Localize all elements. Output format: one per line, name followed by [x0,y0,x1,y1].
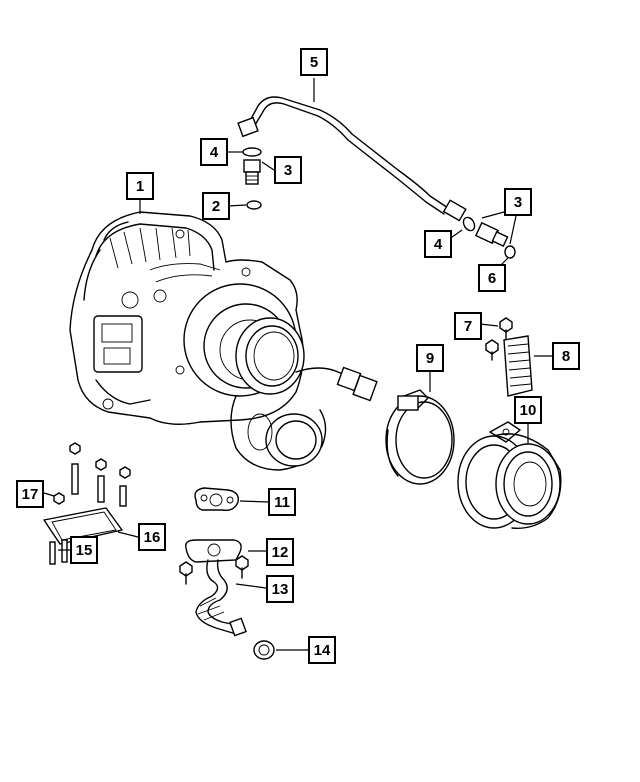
callout-11[interactable]: 11 [268,488,296,516]
sealing-washer-upper[interactable] [242,147,262,157]
exhaust-adapter[interactable] [457,421,562,529]
leader-lines [43,78,552,651]
callout-13[interactable]: 13 [266,575,294,603]
callout-15[interactable]: 15 [70,536,98,564]
plug-14[interactable] [253,640,275,660]
bolt-7[interactable] [485,317,513,361]
callout-2[interactable]: 2 [202,192,230,220]
callout-12[interactable]: 12 [266,538,294,566]
v-band-clamp[interactable] [385,389,455,485]
callout-7[interactable]: 7 [454,312,482,340]
callout-4-upper[interactable]: 4 [200,138,228,166]
callout-14[interactable]: 14 [308,636,336,664]
callout-8[interactable]: 8 [552,342,580,370]
fitting-right[interactable] [474,221,509,247]
callout-3-right[interactable]: 3 [504,188,532,216]
sealing-washer-right[interactable] [461,215,477,232]
drain-gasket[interactable] [194,487,239,512]
callout-16[interactable]: 16 [138,523,166,551]
heat-shield[interactable] [503,335,533,397]
callout-3-upper[interactable]: 3 [274,156,302,184]
callout-6[interactable]: 6 [478,264,506,292]
studs-15[interactable] [49,539,68,565]
callout-4-right[interactable]: 4 [424,230,452,258]
turbocharger-assembly[interactable] [69,211,378,471]
callout-9[interactable]: 9 [416,344,444,372]
washer-6[interactable] [504,245,516,259]
oil-drain-tube[interactable] [185,539,247,637]
callout-17[interactable]: 17 [16,480,44,508]
oil-supply-tube[interactable] [237,96,467,222]
bolt-12[interactable] [179,555,249,585]
gasket-16[interactable] [43,507,123,545]
studs-and-nuts[interactable] [53,442,131,507]
callout-10[interactable]: 10 [514,396,542,424]
fitting-upper[interactable] [243,159,261,185]
callout-5[interactable]: 5 [300,48,328,76]
washer-2[interactable] [246,200,262,210]
callout-1[interactable]: 1 [126,172,154,200]
